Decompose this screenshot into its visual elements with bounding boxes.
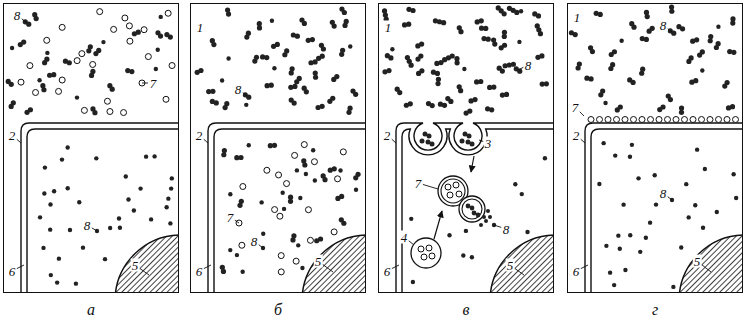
cell-membrane [585, 123, 743, 293]
cell-membrane [208, 123, 366, 293]
cell-membrane [214, 129, 366, 293]
nucleus [490, 235, 554, 293]
leader-line [234, 220, 239, 223]
leader-line [391, 265, 399, 269]
callout-number: 8 [234, 83, 243, 96]
leader-line [580, 265, 588, 269]
callout-number: 5 [506, 259, 515, 272]
leader-line [408, 240, 414, 245]
particles [569, 4, 739, 289]
leader-line [494, 225, 501, 227]
callout-number: 8 [659, 19, 668, 32]
leader-line [701, 264, 711, 272]
panel-caption: г [568, 301, 742, 319]
callout-number: 5 [693, 255, 702, 268]
leader-line [16, 138, 21, 143]
leader-line [667, 28, 672, 32]
leader-line [580, 138, 585, 143]
callout-number: 1 [573, 11, 582, 24]
callout-number: 5 [314, 255, 323, 268]
particles [195, 6, 361, 274]
callout-number: 8 [13, 9, 22, 22]
diagram-panel: г [567, 3, 743, 293]
callout-number: 7 [149, 77, 158, 90]
callout-number: 8 [83, 219, 92, 232]
cell-membrane [21, 123, 179, 293]
callout-number: 6 [195, 265, 204, 278]
callout-number: 2 [8, 129, 17, 142]
diagram-panel: а [3, 3, 179, 293]
callout-number: 3 [484, 137, 493, 150]
callout-number: 1 [196, 21, 205, 34]
leader-line [203, 138, 208, 143]
callout-number: 7 [571, 101, 580, 114]
callout-number: 8 [659, 187, 668, 200]
nucleus [302, 235, 366, 293]
leader-line [258, 244, 263, 248]
callout-number: 4 [400, 231, 409, 244]
particles [6, 9, 175, 286]
leader-line [139, 268, 149, 275]
callout-number: 5 [131, 259, 140, 272]
callout-number: 2 [383, 129, 392, 142]
callout-number: 6 [572, 265, 581, 278]
transport-arrow [471, 156, 474, 172]
cell-membrane [402, 129, 554, 293]
panel-illustration [382, 5, 554, 293]
endosome [438, 176, 492, 227]
leader-line [322, 264, 333, 272]
cell-membrane [396, 123, 554, 293]
cell-membrane [591, 129, 743, 293]
leader-lines [16, 18, 711, 275]
leader-line [16, 265, 24, 269]
callout-number: 6 [383, 265, 392, 278]
callout-number: 8 [250, 235, 259, 248]
callout-number: 8 [502, 223, 511, 236]
callout-number: 8 [524, 59, 533, 72]
vesicle [411, 238, 441, 268]
transport-arrow [434, 211, 442, 239]
leader-line [579, 111, 584, 116]
leader-line [91, 228, 97, 231]
nucleus [115, 235, 179, 293]
panel-caption: а [4, 301, 178, 319]
diagram-panel: б [190, 3, 366, 293]
callout-number: 2 [572, 129, 581, 142]
panel-caption: в [379, 301, 553, 319]
nucleus [679, 235, 743, 293]
pocket-particles [420, 132, 475, 147]
leader-line [21, 18, 27, 23]
panel-illustration [195, 6, 366, 293]
leader-line [518, 67, 524, 70]
panel-caption: б [191, 301, 365, 319]
leader-line [242, 92, 247, 96]
cell-membrane [27, 129, 179, 293]
leader-line [514, 268, 524, 275]
callout-number: 7 [226, 211, 235, 224]
leader-line [142, 83, 148, 84]
diagram-panel: в [378, 3, 554, 293]
particles [382, 5, 549, 284]
callout-number: 7 [414, 177, 423, 190]
panel-illustration [569, 4, 743, 293]
panel-illustration [6, 9, 179, 293]
callout-number: 1 [384, 21, 393, 34]
leader-line [391, 138, 396, 143]
leader-line [667, 196, 672, 200]
leader-line [423, 184, 438, 189]
callout-number: 6 [8, 265, 17, 278]
leader-line [479, 140, 483, 141]
callout-number: 2 [195, 129, 204, 142]
leader-line [203, 265, 211, 269]
